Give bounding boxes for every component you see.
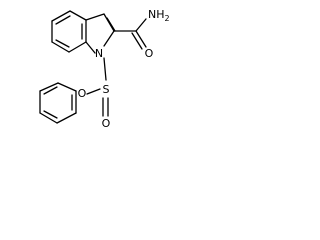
sulfonyl-group (86, 57, 109, 117)
amide-subscript: 2 (165, 14, 170, 23)
amide-nh-text: NH (148, 8, 165, 21)
carbonyl-oxygen-label: O (145, 47, 154, 60)
molecule-structure: N NH2 O S O O (39, 8, 170, 130)
pyrrole-ring (85, 13, 116, 54)
sulfur-label: S (103, 83, 110, 96)
amide-nitrogen-label: NH2 (148, 8, 170, 23)
sulfonyl-oxygen-left-label: O (78, 87, 87, 100)
phenyl-ring (39, 82, 77, 124)
sulfonyl-oxygen-bottom-label: O (102, 117, 111, 130)
indole-benzene-ring (51, 10, 87, 53)
ring-nitrogen-label: N (95, 47, 103, 60)
carboxamide-group (113, 18, 147, 50)
